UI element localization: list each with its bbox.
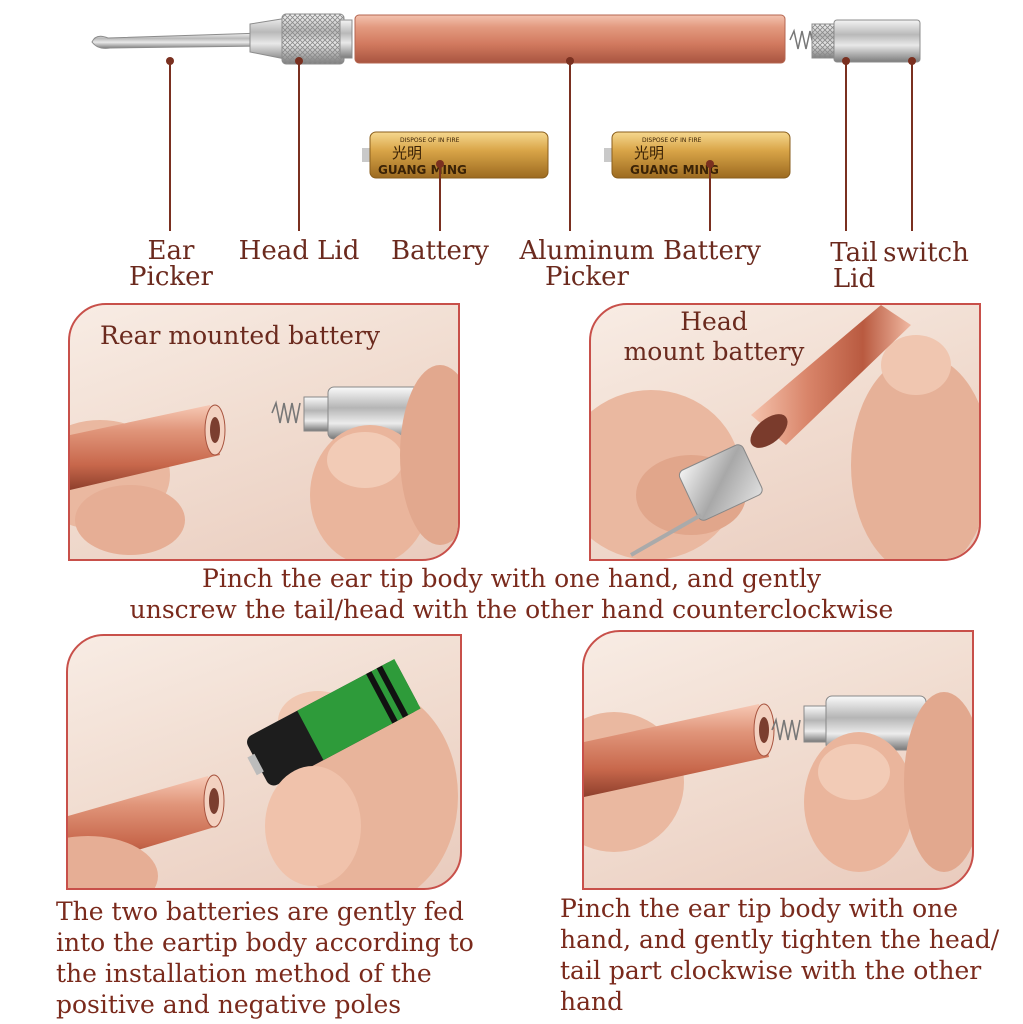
caption-unscrew: Pinch the ear tip body with one hand, an… xyxy=(60,563,963,625)
rear-mounted-illustration xyxy=(70,365,458,559)
exploded-diagram: 光明 GUANG MING DISPOSE OF IN FIRE 光明 GUAN… xyxy=(91,13,921,179)
caption-tighten: Pinch the ear tip body with one hand, an… xyxy=(560,893,1020,1017)
caption-unscrew-line1: Pinch the ear tip body with one hand, an… xyxy=(202,564,821,593)
label-aluminum-picker-line1: Aluminum xyxy=(519,236,655,266)
panel-feed-batteries xyxy=(66,634,462,890)
battery-left-image: 光明 GUANG MING DISPOSE OF IN FIRE xyxy=(362,131,549,179)
leader-line-battery-left xyxy=(439,164,441,231)
caption-feed-line3: the installation method of the xyxy=(56,959,432,988)
aluminum-picker-tube xyxy=(354,14,786,64)
tail-lid-part xyxy=(789,19,921,63)
label-ear-picker: Ear Picker xyxy=(118,238,224,290)
leader-line-switch xyxy=(911,61,913,231)
label-tail-lid-line1: Tail xyxy=(830,238,878,268)
label-ear-picker-line2: Picker xyxy=(129,262,213,292)
leader-line-aluminum xyxy=(569,61,571,231)
panel-head-title-line1: Head xyxy=(680,307,748,336)
leader-line-head-lid xyxy=(298,61,300,231)
feed-batteries-illustration xyxy=(68,659,458,888)
panel-head-mount: Head mount battery xyxy=(589,303,981,561)
caption-tighten-line3: tail part clockwise with the other xyxy=(560,956,982,985)
label-tail-lid-line2: Lid xyxy=(832,264,876,294)
panel-rear-title: Rear mounted battery xyxy=(100,321,381,350)
caption-feed: The two batteries are gently fed into th… xyxy=(56,896,496,1020)
head-lid-part xyxy=(281,13,353,65)
panel-rear-mounted: Rear mounted battery xyxy=(68,303,460,561)
caption-tighten-line1: Pinch the ear tip body with one xyxy=(560,894,959,923)
leader-line-tail-lid xyxy=(845,61,847,231)
panel-head-title-line2: mount battery xyxy=(623,337,805,366)
battery-left-brand-cn: 光明 xyxy=(392,144,422,162)
caption-unscrew-line2: unscrew the tail/head with the other han… xyxy=(129,595,894,624)
caption-tighten-line4: hand xyxy=(560,987,624,1016)
caption-feed-line1: The two batteries are gently fed xyxy=(56,897,464,926)
leader-line-battery-right xyxy=(709,164,711,231)
tighten-illustration xyxy=(584,692,972,872)
ear-picker-part xyxy=(91,15,301,63)
battery-left-small-text: DISPOSE OF IN FIRE xyxy=(400,137,460,144)
panel-head-title: Head mount battery xyxy=(609,307,819,367)
caption-feed-line4: positive and negative poles xyxy=(56,990,402,1019)
head-mount-illustration xyxy=(591,305,979,559)
battery-right-brand-cn: 光明 xyxy=(634,144,664,162)
battery-right-image: 光明 GUANG MING DISPOSE OF IN FIRE xyxy=(604,131,791,179)
label-battery-left: Battery xyxy=(390,236,489,266)
caption-feed-line2: into the eartip body according to xyxy=(56,928,474,957)
battery-left-brand-en: GUANG MING xyxy=(378,163,467,177)
caption-tighten-line2: hand, and gently tighten the head/ xyxy=(560,925,1000,954)
battery-right-brand-en: GUANG MING xyxy=(630,163,719,177)
label-head-lid: Head Lid xyxy=(238,236,360,266)
label-aluminum-picker: Aluminum Picker xyxy=(512,238,662,290)
label-tail-lid: Tail Lid xyxy=(820,240,888,292)
panel-tighten xyxy=(582,630,974,890)
label-ear-picker-line1: Ear xyxy=(147,236,195,266)
leader-line-ear-picker xyxy=(169,61,171,231)
battery-right-small-text: DISPOSE OF IN FIRE xyxy=(642,137,702,144)
label-battery-right: Battery xyxy=(662,236,761,266)
label-aluminum-picker-line2: Picker xyxy=(545,262,629,292)
label-switch: switch xyxy=(883,238,969,268)
